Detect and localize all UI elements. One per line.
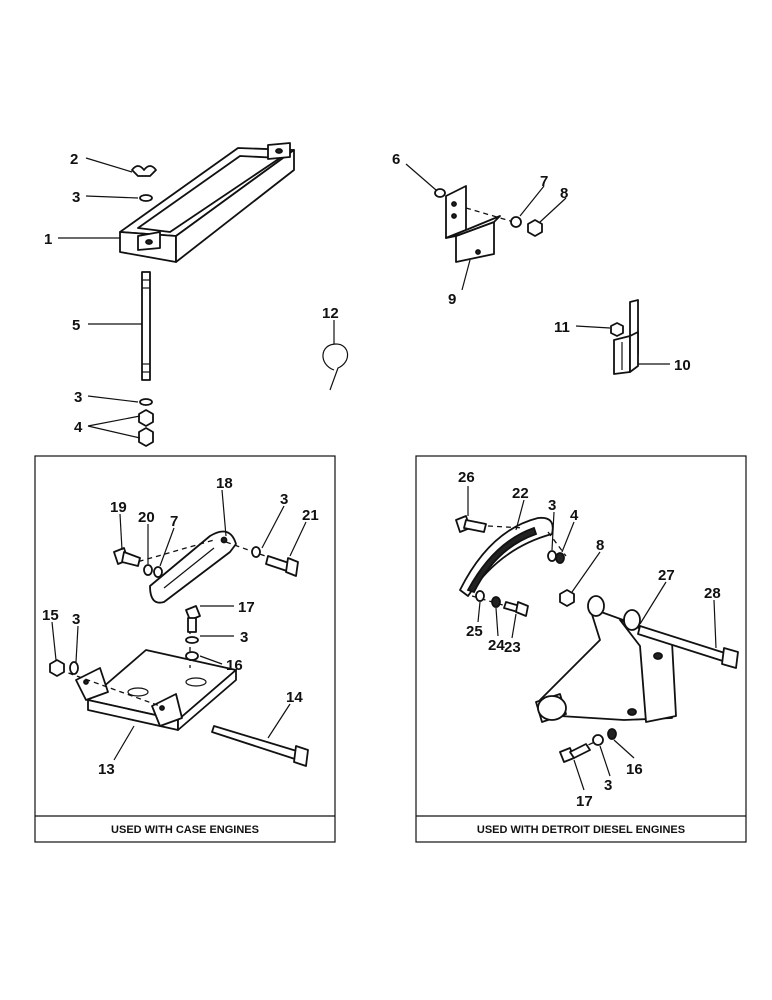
lock-washer	[555, 552, 565, 564]
label-3: 3	[72, 189, 80, 206]
label-28: 28	[704, 585, 721, 602]
label-26: 26	[458, 469, 475, 486]
label-17c: 17	[238, 599, 255, 616]
bolt	[455, 515, 487, 533]
caption-detroit-engines: USED WITH DETROIT DIESEL ENGINES	[477, 824, 685, 836]
washer	[185, 636, 199, 644]
label-5: 5	[72, 317, 80, 334]
label-18: 18	[216, 475, 233, 492]
label-21: 21	[302, 507, 319, 524]
washer	[69, 661, 79, 675]
nut	[610, 322, 624, 337]
nut	[527, 219, 543, 237]
washer	[547, 550, 557, 562]
lock-washer	[510, 216, 522, 228]
label-20: 20	[138, 509, 155, 526]
clip-ring	[322, 343, 349, 391]
detroit-engines-panel	[415, 455, 747, 843]
nut	[559, 589, 575, 607]
lock-washer	[607, 728, 617, 740]
label-3c: 3	[280, 491, 288, 508]
label-8: 8	[560, 185, 568, 202]
label-17d: 17	[576, 793, 593, 810]
label-27: 27	[658, 567, 675, 584]
washer	[592, 734, 604, 746]
nut	[138, 427, 154, 447]
nut	[49, 659, 65, 677]
label-16d: 16	[626, 761, 643, 778]
label-16c: 16	[226, 657, 243, 674]
idler-bracket	[535, 595, 677, 723]
label-3f: 3	[548, 497, 556, 514]
label-2: 2	[70, 151, 78, 168]
label-10: 10	[674, 357, 691, 374]
bolt	[113, 547, 141, 567]
label-3g: 3	[604, 777, 612, 794]
label-14: 14	[286, 689, 303, 706]
label-3b: 3	[74, 389, 82, 406]
label-6: 6	[392, 151, 400, 168]
label-11: 11	[554, 319, 570, 336]
lock-washer	[185, 651, 199, 661]
label-9: 9	[448, 291, 456, 308]
washer	[475, 590, 485, 602]
threaded-rod	[141, 271, 151, 381]
label-7: 7	[540, 173, 548, 190]
adjusting-arm	[149, 530, 237, 604]
label-23: 23	[504, 639, 521, 656]
long-bolt	[211, 725, 309, 767]
wing-nut	[131, 165, 157, 177]
washer	[434, 188, 446, 198]
washer	[139, 194, 153, 202]
bolt	[503, 601, 529, 617]
label-4: 4	[74, 419, 83, 436]
bolt	[265, 555, 299, 577]
label-19: 19	[110, 499, 127, 516]
lock-washer	[491, 596, 501, 608]
label-8d: 8	[596, 537, 604, 554]
label-3e: 3	[72, 611, 80, 628]
bolt	[559, 743, 591, 763]
label-12: 12	[322, 305, 339, 322]
label-1: 1	[44, 231, 52, 248]
caption-case-engines: USED WITH CASE ENGINES	[111, 824, 259, 836]
label-15: 15	[42, 607, 59, 624]
mounting-plate	[75, 649, 237, 731]
bracket-assembly	[445, 185, 515, 263]
label-22: 22	[512, 485, 529, 502]
labels-top: 1 2 3 5 3 4 6 7 8 9 12 11 10	[44, 151, 691, 436]
case-engines-panel	[34, 455, 336, 843]
long-bolt	[637, 625, 739, 669]
label-7c: 7	[170, 513, 178, 530]
label-3d: 3	[240, 629, 248, 646]
slotted-bracket	[613, 299, 639, 375]
lock-washer	[153, 566, 163, 578]
label-25: 25	[466, 623, 483, 640]
washer	[139, 398, 153, 406]
labels-detroit: 26 22 3 4 8 27 28 25 24 23 16 3 17	[458, 469, 721, 810]
battery-tray	[119, 142, 295, 263]
washer	[251, 546, 261, 558]
label-13: 13	[98, 761, 115, 778]
label-24: 24	[488, 637, 505, 654]
washer	[143, 564, 153, 576]
bolt	[185, 605, 201, 633]
labels-case: 18 19 20 7 3 21 17 3 16 15 3 13 14	[42, 475, 319, 778]
label-4d: 4	[570, 507, 579, 524]
nut	[138, 409, 154, 427]
